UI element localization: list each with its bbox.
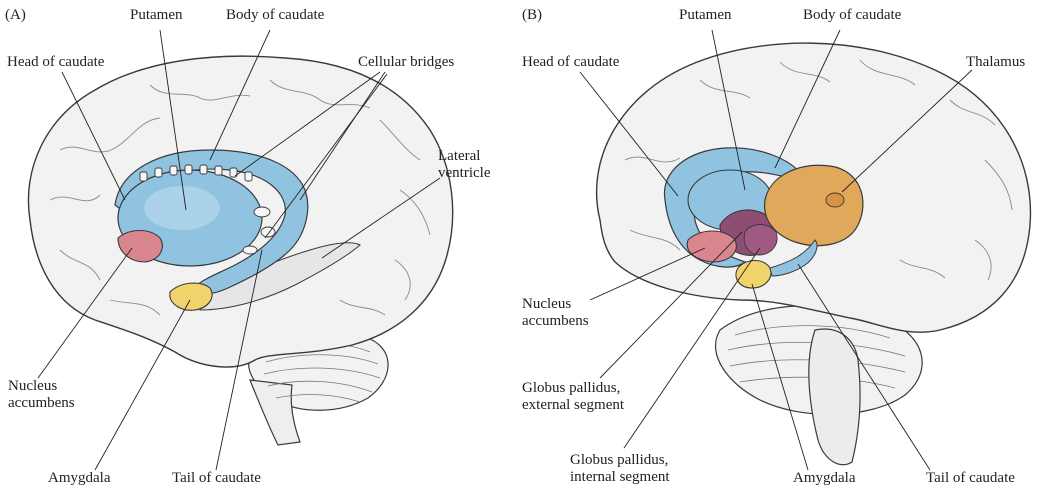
leader-lines-b — [579, 29, 973, 471]
nucleus-accumbens-b — [686, 230, 737, 263]
label-gp-internal-line1: Globus pallidus, — [570, 452, 669, 468]
label-nucleus-accumbens-b-line2: accumbens — [522, 313, 589, 329]
label-body-of-caudate-b: Body of caudate — [803, 7, 902, 23]
panel-a-drawing — [27, 29, 454, 471]
label-lateral-ventricle-line2: ventricle — [438, 165, 491, 181]
label-nucleus-accumbens-b: Nucleus accumbens — [522, 296, 602, 330]
label-gp-external-b: Globus pallidus, external segment — [522, 380, 652, 414]
label-putamen-b: Putamen — [679, 7, 732, 23]
amygdala-a — [169, 282, 213, 311]
brainstem-b — [808, 328, 861, 466]
label-lateral-ventricle-a: Lateral ventricle — [438, 148, 508, 182]
label-gp-internal-line2: internal segment — [570, 469, 670, 485]
leader-lines-a — [37, 29, 441, 471]
label-tail-of-caudate-b: Tail of caudate — [926, 470, 1015, 486]
globus-pallidus-internal-b — [743, 224, 778, 256]
label-head-of-caudate-b: Head of caudate — [522, 54, 620, 70]
label-nucleus-accumbens-a: Nucleus accumbens — [8, 378, 88, 412]
panel-b-label: (B) — [522, 7, 542, 23]
label-gp-internal-b: Globus pallidus, internal segment — [570, 452, 700, 486]
gyri-a — [49, 79, 431, 316]
label-head-of-caudate-a: Head of caudate — [7, 54, 105, 70]
label-body-of-caudate-a: Body of caudate — [226, 7, 325, 23]
label-lateral-ventricle-line1: Lateral — [438, 148, 481, 164]
nucleus-accumbens-a — [117, 229, 163, 263]
label-cellular-bridges-a: Cellular bridges — [358, 54, 455, 70]
label-nucleus-accumbens-b-line1: Nucleus — [522, 296, 572, 312]
label-nucleus-accumbens-a-line1: Nucleus — [8, 378, 58, 394]
label-tail-of-caudate-a: Tail of caudate — [172, 470, 261, 486]
putamen-highlight-a — [144, 186, 220, 230]
label-putamen-a: Putamen — [130, 7, 183, 23]
pulvinar-b — [825, 192, 845, 208]
label-gp-external-line1: Globus pallidus, — [522, 380, 621, 396]
label-amygdala-b: Amygdala — [793, 470, 856, 486]
panel-a-label: (A) — [5, 7, 26, 23]
label-nucleus-accumbens-a-line2: accumbens — [8, 395, 75, 411]
thalamus-b — [764, 164, 864, 247]
label-amygdala-a: Amygdala — [48, 470, 111, 486]
amygdala-b — [735, 259, 772, 289]
label-gp-external-line2: external segment — [522, 397, 625, 413]
cellular-bridges-a — [139, 164, 276, 255]
label-thalamus-b: Thalamus — [966, 54, 1026, 70]
panel-b-drawing — [579, 29, 1032, 471]
tail-of-caudate-b — [769, 239, 818, 277]
